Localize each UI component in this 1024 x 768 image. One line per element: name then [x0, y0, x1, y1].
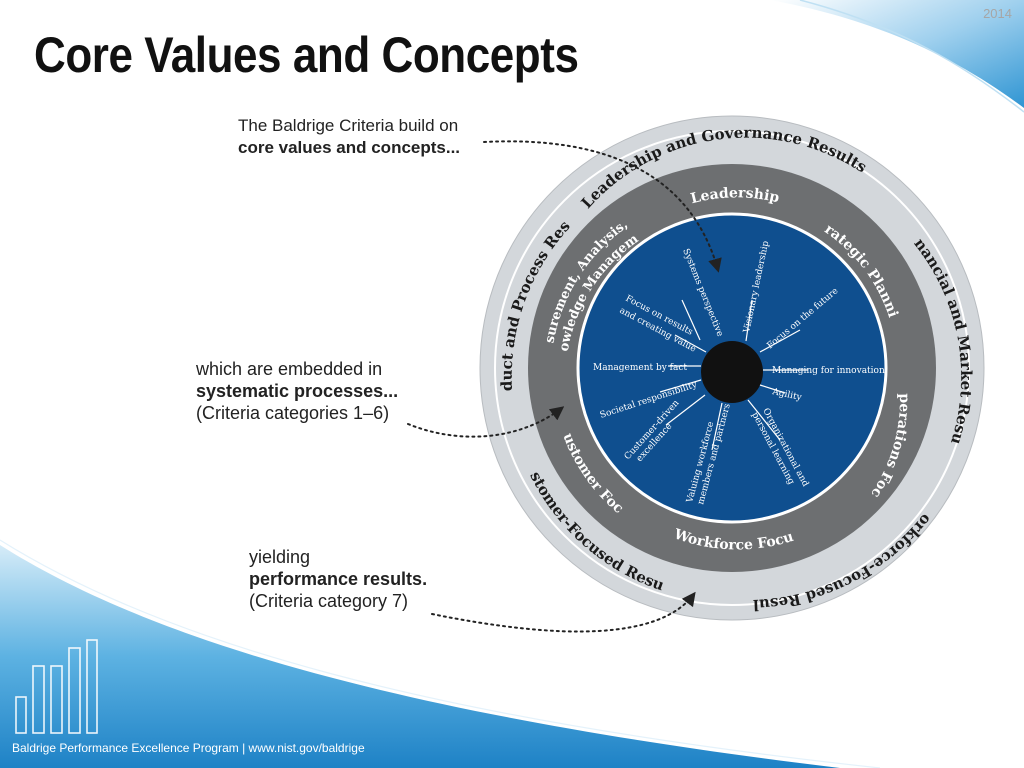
caption-systematic-processes: which are embedded in systematic process… — [196, 358, 398, 424]
core-hub — [701, 341, 763, 403]
caption-processes-bold: systematic processes... — [196, 381, 399, 401]
caption-results-line2: performance results. — [249, 568, 427, 590]
arrow-core-values — [483, 140, 722, 273]
caption-core-values-bold: core values and concepts... — [238, 138, 461, 157]
slide-footer: Baldrige Performance Excellence Program … — [12, 741, 365, 755]
caption-processes-line3: (Criteria categories 1–6) — [196, 403, 390, 423]
slide-year: 2014 — [983, 6, 1012, 21]
caption-results-line1: yielding — [249, 547, 311, 567]
caption-core-values: The Baldrige Criteria build on core valu… — [238, 115, 460, 159]
arrow-systematic-processes — [407, 406, 565, 438]
caption-results-bold: performance results. — [249, 569, 428, 589]
arrow-performance-results — [431, 591, 696, 633]
core-value-management-by-fact: Management by fact — [593, 363, 687, 373]
caption-performance-results: yielding performance results. (Criteria … — [249, 546, 427, 612]
bottom-swoosh — [0, 545, 840, 768]
svg-text:Leadership: Leadership — [689, 185, 781, 207]
core-value-managing-for-innovation: Managing for innovation — [772, 366, 885, 376]
top-right-swoosh-line — [799, 0, 1024, 113]
caption-core-values-line2: core values and concepts... — [238, 137, 460, 159]
core-spokes — [659, 299, 808, 451]
top-right-swoosh — [770, 0, 1024, 108]
bar-logo — [15, 639, 98, 734]
caption-results-line3: (Criteria category 7) — [249, 591, 409, 611]
caption-core-values-line1: The Baldrige Criteria build on — [238, 116, 459, 135]
middle-ring-label-top: Leadership — [689, 185, 781, 207]
bottom-swoosh-line — [0, 539, 881, 768]
caption-processes-line1: which are embedded in — [196, 359, 383, 379]
slide-title: Core Values and Concepts — [34, 27, 579, 83]
caption-processes-line2: systematic processes... — [196, 380, 398, 402]
outer-ring-border — [494, 130, 970, 606]
